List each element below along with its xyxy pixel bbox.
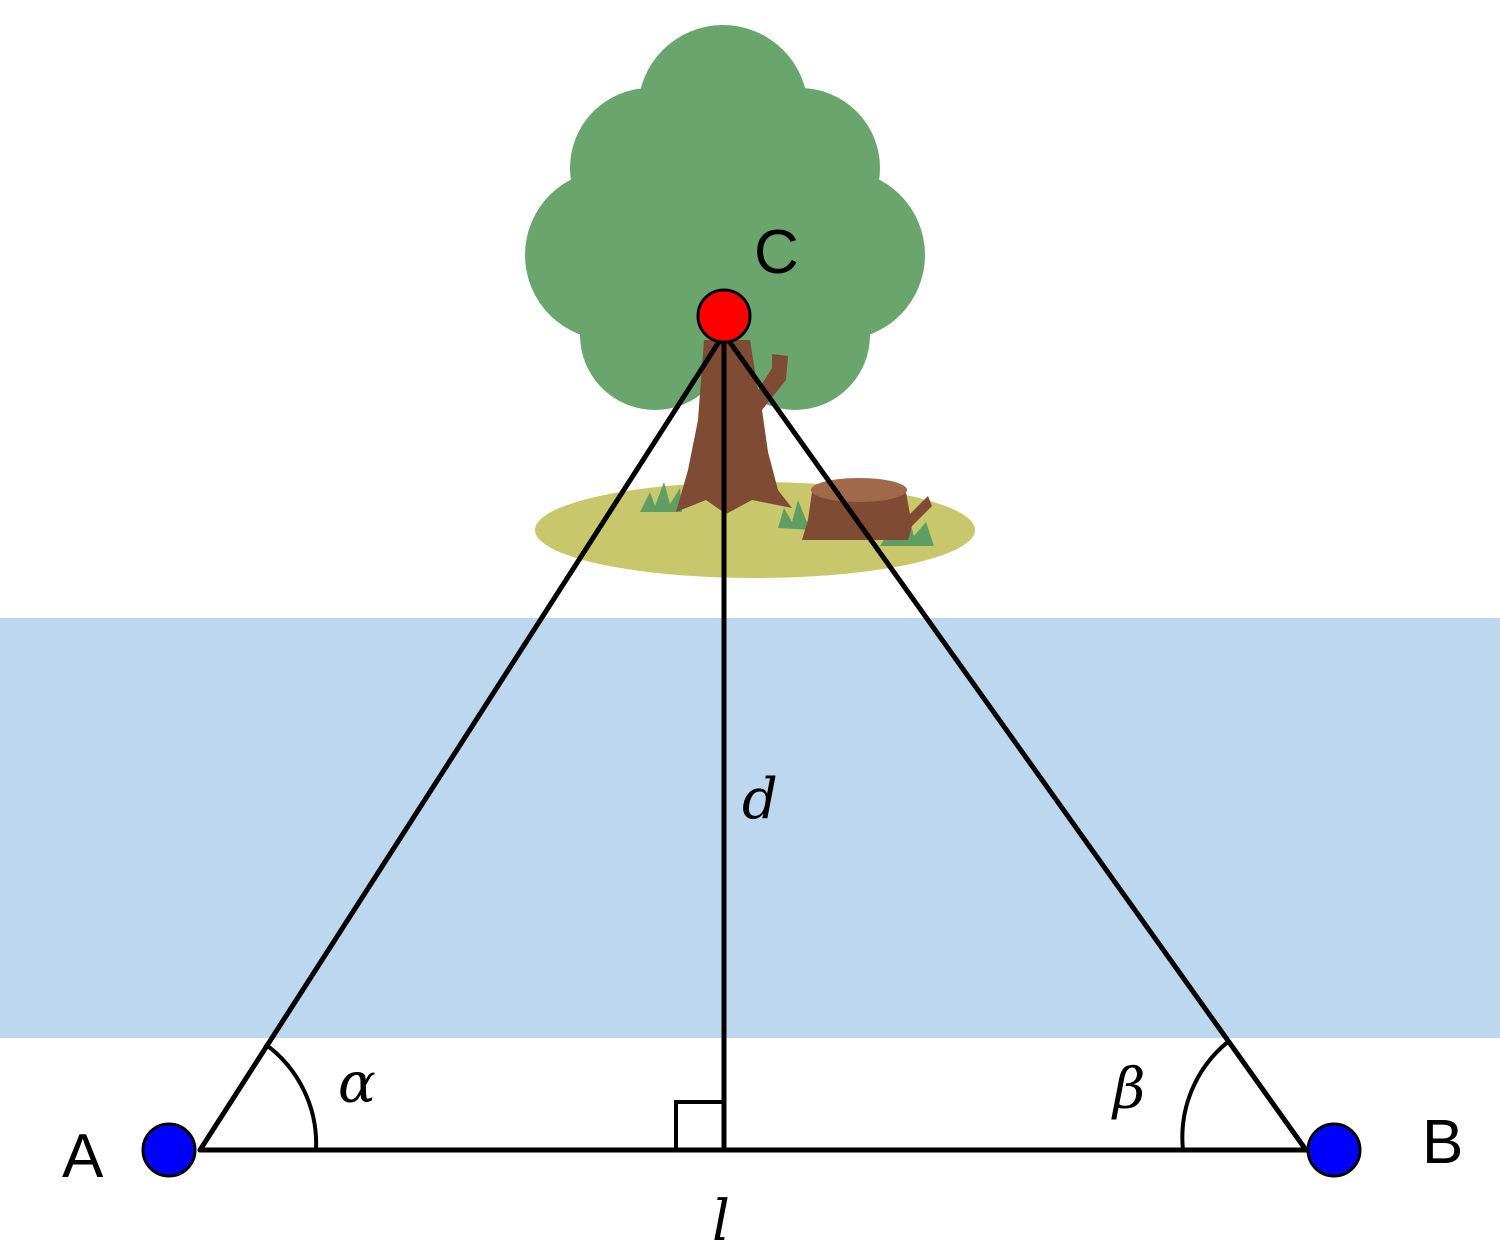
label-alpha: α bbox=[338, 1051, 376, 1116]
angle-beta-arc bbox=[1180, 1039, 1231, 1151]
label-b: B bbox=[1422, 1108, 1463, 1177]
side-ca bbox=[197, 331, 727, 1153]
point-a bbox=[141, 1122, 197, 1178]
label-a: A bbox=[62, 1122, 104, 1191]
label-d: d bbox=[742, 767, 778, 832]
angle-alpha-arc bbox=[263, 1042, 319, 1151]
river bbox=[0, 618, 1500, 1038]
tree-stump-icon bbox=[802, 478, 932, 540]
label-beta: β bbox=[1111, 1057, 1145, 1122]
label-l: l bbox=[712, 1189, 730, 1246]
point-b bbox=[1306, 1122, 1362, 1178]
label-c: C bbox=[754, 218, 799, 287]
tree-trunk bbox=[676, 340, 792, 514]
side-cb bbox=[721, 331, 1309, 1153]
right-angle-marker bbox=[674, 1100, 724, 1150]
point-c bbox=[696, 288, 752, 344]
triangle bbox=[197, 331, 1309, 1153]
